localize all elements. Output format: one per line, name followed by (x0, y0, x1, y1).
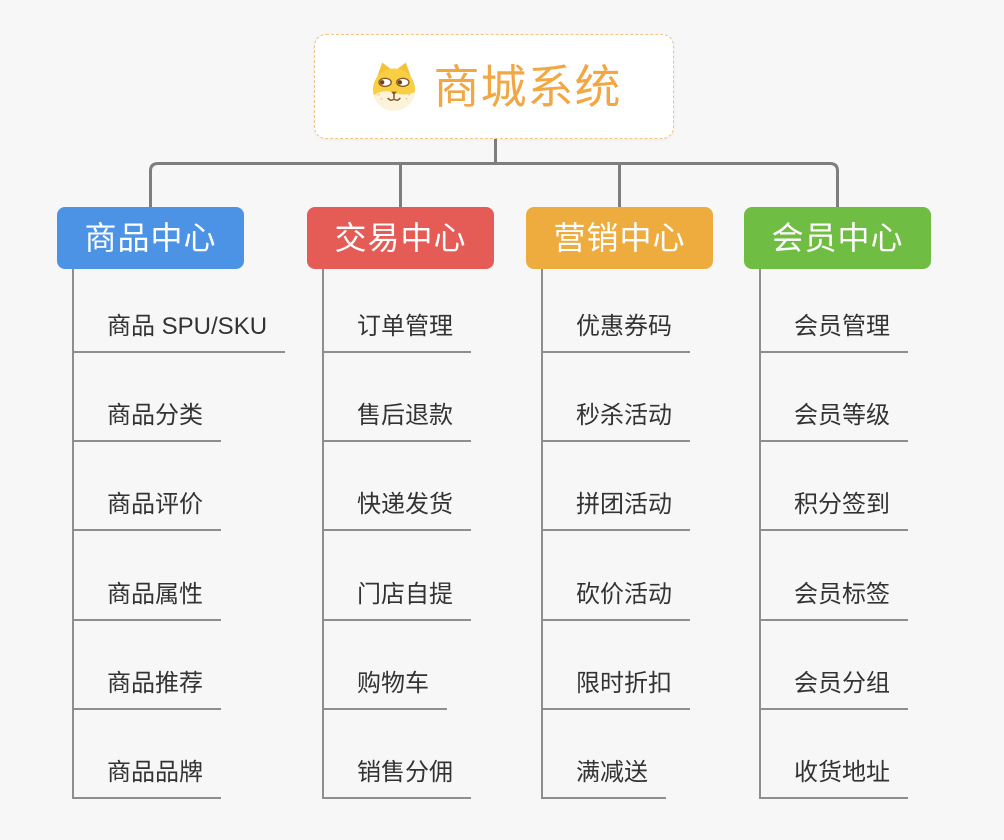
branch-node-product-center[interactable]: 商品中心 (57, 207, 244, 269)
branch-node-marketing-center[interactable]: 营销中心 (526, 207, 713, 269)
branch-marketing-center: 营销中心 优惠券码 秒杀活动 拼团活动 砍价活动 限时折扣 满减送 (526, 207, 713, 799)
branch-children: 订单管理 售后退款 快递发货 门店自提 购物车 销售分佣 (322, 269, 471, 799)
leaf-node[interactable]: 秒杀活动 (543, 401, 690, 443)
leaf-node[interactable]: 商品评价 (74, 490, 221, 532)
leaf-node[interactable]: 快递发货 (324, 490, 471, 532)
leaf-row: 会员分组 (761, 621, 908, 710)
leaf-node[interactable]: 砍价活动 (543, 580, 690, 621)
leaf-row: 收货地址 (761, 710, 908, 799)
root-title: 商城系统 (433, 60, 622, 113)
leaf-row: 商品品牌 (74, 710, 285, 799)
leaf-node[interactable]: 会员等级 (761, 401, 908, 443)
root-connector-lines (149, 139, 839, 207)
leaf-row: 商品分类 (74, 353, 285, 443)
leaf-row: 满减送 (543, 710, 690, 799)
leaf-node[interactable]: 购物车 (324, 669, 447, 710)
leaf-row: 商品评价 (74, 442, 285, 532)
leaf-node[interactable]: 满减送 (543, 758, 666, 799)
leaf-node[interactable]: 商品属性 (74, 580, 221, 621)
branch-children: 商品 SPU/SKU 商品分类 商品评价 商品属性 商品推荐 商品品牌 (72, 269, 286, 799)
branch-label: 交易中心 (334, 220, 467, 256)
branch-node-trade-center[interactable]: 交易中心 (307, 207, 494, 269)
branch-member-center: 会员中心 会员管理 会员等级 积分签到 会员标签 会员分组 收货地址 (744, 207, 931, 799)
branch-trade-center: 交易中心 订单管理 售后退款 快递发货 门店自提 购物车 销售分佣 (307, 207, 494, 799)
leaf-row: 限时折扣 (543, 621, 690, 710)
leaf-node[interactable]: 门店自提 (324, 580, 471, 621)
leaf-row: 砍价活动 (543, 531, 690, 621)
leaf-node[interactable]: 拼团活动 (543, 490, 690, 532)
leaf-row: 售后退款 (324, 353, 471, 443)
leaf-node[interactable]: 销售分佣 (324, 758, 471, 799)
branch-children: 会员管理 会员等级 积分签到 会员标签 会员分组 收货地址 (759, 269, 908, 799)
branch-product-center: 商品中心 商品 SPU/SKU 商品分类 商品评价 商品属性 商品推荐 商品品牌 (57, 207, 286, 799)
leaf-row: 优惠券码 (543, 269, 690, 353)
root-node[interactable]: 商城系统 (314, 34, 674, 139)
leaf-row: 门店自提 (324, 531, 471, 621)
leaf-node[interactable]: 优惠券码 (543, 312, 690, 353)
branch-children: 优惠券码 秒杀活动 拼团活动 砍价活动 限时折扣 满减送 (541, 269, 690, 799)
leaf-node[interactable]: 会员分组 (761, 669, 908, 710)
leaf-row: 积分签到 (761, 442, 908, 532)
dog-face-icon (372, 62, 415, 111)
leaf-node[interactable]: 收货地址 (761, 758, 908, 799)
branch-label: 营销中心 (553, 220, 686, 256)
leaf-node[interactable]: 商品 SPU/SKU (74, 312, 286, 353)
leaf-row: 购物车 (324, 621, 471, 710)
leaf-row: 会员等级 (761, 353, 908, 443)
leaf-node[interactable]: 会员管理 (761, 312, 908, 353)
leaf-row: 快递发货 (324, 442, 471, 532)
branch-label: 商品中心 (84, 220, 217, 256)
leaf-node[interactable]: 限时折扣 (543, 669, 690, 710)
leaf-row: 会员管理 (761, 269, 908, 353)
leaf-row: 拼团活动 (543, 442, 690, 532)
leaf-row: 秒杀活动 (543, 353, 690, 443)
leaf-row: 商品属性 (74, 531, 285, 621)
leaf-node[interactable]: 积分签到 (761, 490, 908, 532)
leaf-node[interactable]: 会员标签 (761, 580, 908, 621)
branch-label: 会员中心 (771, 220, 904, 256)
leaf-row: 销售分佣 (324, 710, 471, 799)
leaf-node[interactable]: 订单管理 (324, 312, 471, 353)
leaf-row: 会员标签 (761, 531, 908, 621)
leaf-node[interactable]: 售后退款 (324, 401, 471, 443)
leaf-node[interactable]: 商品分类 (74, 401, 221, 443)
leaf-node[interactable]: 商品品牌 (74, 758, 221, 799)
branch-node-member-center[interactable]: 会员中心 (744, 207, 931, 269)
leaf-row: 商品推荐 (74, 621, 285, 710)
leaf-row: 商品 SPU/SKU (74, 269, 286, 353)
leaf-node[interactable]: 商品推荐 (74, 669, 221, 710)
leaf-row: 订单管理 (324, 269, 471, 353)
